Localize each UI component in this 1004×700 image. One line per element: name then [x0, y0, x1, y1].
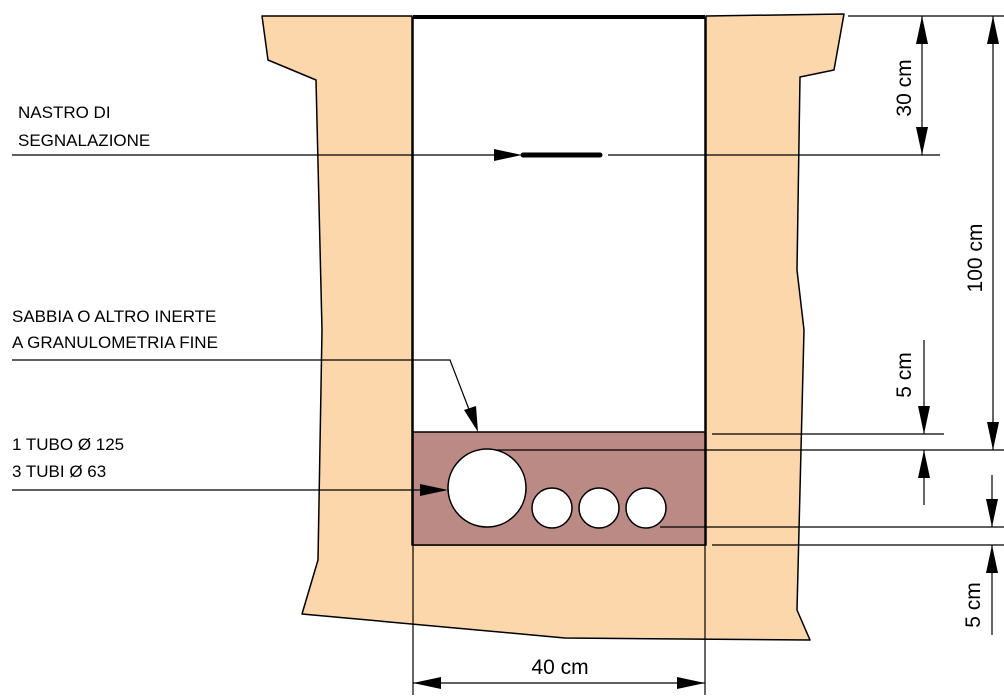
dim-5-bed-arrow-down [986, 499, 998, 527]
dim-100-label: 100 cm [964, 224, 987, 293]
dim-30-label: 30 cm [893, 59, 916, 116]
dim-100-arrow-bottom [987, 422, 999, 450]
dim-5-cover-label: 5 cm [893, 352, 916, 398]
trench-void [413, 17, 705, 432]
pipe-125 [447, 448, 527, 528]
dim-30-arrow-bottom [916, 127, 928, 155]
dim-40-arrow-left [413, 677, 441, 689]
dim-5-cover-arrow-down [918, 406, 930, 434]
pipe-63-2 [578, 487, 620, 529]
sand-label-line2: A GRANULOMETRIA FINE [12, 333, 218, 352]
dim-40-arrow-right [677, 677, 705, 689]
soil-mass [261, 13, 845, 641]
pipe-63-1 [531, 487, 573, 529]
pipe-63-3 [625, 487, 667, 529]
dim-40-label: 40 cm [531, 656, 588, 679]
tape-label-line1: NASTRO DI [18, 103, 111, 122]
dim-5-bed-label: 5 cm [962, 582, 985, 628]
pipes-leader-arrowhead [420, 484, 448, 496]
sand-label-line1: SABBIA O ALTRO INERTE [12, 307, 216, 326]
dim-5-bed-arrow-up [986, 545, 998, 573]
pipes-label-line1: 1 TUBO Ø 125 [12, 435, 124, 454]
tape-leader-arrowhead [494, 149, 522, 161]
dim-100-arrow-top [987, 16, 999, 44]
tape-label-line2: SEGNALAZIONE [18, 131, 150, 150]
sand-leader-arrowhead [464, 406, 478, 432]
sand-leader [12, 359, 471, 413]
pipes-label-line2: 3 TUBI Ø 63 [12, 462, 106, 481]
dim-5-cover-arrow-up [918, 450, 930, 478]
dim-30-arrow-top [916, 16, 928, 44]
